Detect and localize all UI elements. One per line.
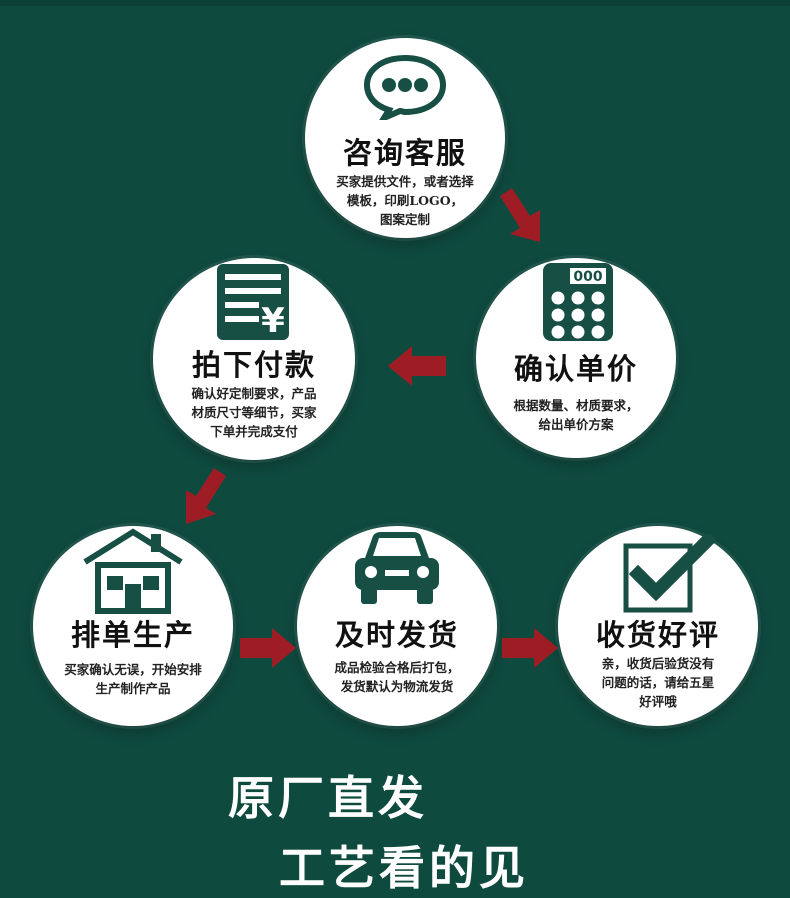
step-review-circle: 收货好评 亲，收货后验货没有 问题的话，请给五星 好评哦 — [558, 526, 758, 726]
arrow-production-to-shipping — [240, 628, 296, 668]
step-quote-title: 确认单价 — [513, 352, 638, 386]
car-icon — [351, 528, 443, 608]
step-payment-desc-line: 材质尺寸等细节，买家 — [191, 405, 317, 420]
calculator-display-text: 000 — [573, 269, 602, 285]
step-shipping-desc-line: 成品检验合格后打包， — [334, 660, 460, 675]
step-production-desc: 买家确认无误，开始安排 生产制作产品 — [33, 660, 233, 698]
invoice-yen-icon: ¥ — [215, 262, 291, 342]
calculator-icon: 000 — [540, 260, 616, 344]
step-payment-desc-line: 确认好定制要求，产品 — [191, 386, 317, 401]
step-quote-desc: 根据数量、材质要求， 给出单价方案 — [476, 396, 676, 434]
yen-symbol-text: ¥ — [261, 301, 285, 341]
step-shipping-title: 及时发货 — [334, 618, 459, 652]
slogan-line-2: 工艺看的见 — [279, 841, 529, 895]
step-consult-desc-line: 图案定制 — [379, 212, 430, 227]
top-edge-band — [0, 0, 790, 6]
step-review-desc: 亲，收货后验货没有 问题的话，请给五星 好评哦 — [558, 654, 758, 711]
step-review-title: 收货好评 — [595, 618, 720, 652]
step-consult-desc-line: 模板，印刷LOGO， — [346, 193, 464, 208]
step-production-title: 排单生产 — [70, 618, 195, 652]
arrow-quote-to-payment — [388, 346, 446, 386]
step-review-desc-line: 好评哦 — [639, 694, 677, 709]
step-quote-circle: 000 确认单价 根据数量、材质要求， 给出单价方案 — [476, 258, 676, 458]
arrow-consult-to-quote — [500, 188, 540, 242]
step-review-desc-line: 亲，收货后验货没有 — [601, 656, 715, 671]
checkbox-check-icon — [620, 530, 718, 616]
step-shipping-circle: 及时发货 成品检验合格后打包， 发货默认为物流发货 — [297, 526, 497, 726]
step-production-desc-line: 生产制作产品 — [95, 681, 171, 696]
step-payment-desc: 确认好定制要求，产品 材质尺寸等细节，买家 下单并完成支付 — [153, 384, 355, 441]
step-consult-title: 咨询客服 — [342, 136, 467, 170]
step-consult-circle: 咨询客服 买家提供文件，或者选择 模板，印刷LOGO， 图案定制 — [305, 38, 505, 238]
step-consult-desc: 买家提供文件，或者选择 模板，印刷LOGO， 图案定制 — [305, 172, 505, 229]
arrow-payment-to-production — [186, 468, 226, 524]
step-quote-desc-line: 给出单价方案 — [538, 417, 614, 432]
house-factory-icon — [81, 528, 185, 616]
chat-bubble-icon — [362, 54, 448, 125]
step-consult-desc-line: 买家提供文件，或者选择 — [336, 174, 474, 189]
step-review-desc-line: 问题的话，请给五星 — [601, 675, 715, 690]
step-quote-desc-line: 根据数量、材质要求， — [513, 398, 639, 413]
arrow-shipping-to-review — [502, 628, 558, 668]
slogan-line-1: 原厂直发 — [228, 771, 428, 825]
step-shipping-desc: 成品检验合格后打包， 发货默认为物流发货 — [297, 658, 497, 696]
step-payment-title: 拍下付款 — [191, 348, 316, 382]
step-payment-desc-line: 下单并完成支付 — [210, 424, 298, 439]
step-shipping-desc-line: 发货默认为物流发货 — [340, 679, 454, 694]
step-production-desc-line: 买家确认无误，开始安排 — [64, 662, 202, 677]
step-payment-circle: ¥ 拍下付款 确认好定制要求，产品 材质尺寸等细节，买家 下单并完成支付 — [153, 258, 355, 460]
step-production-circle: 排单生产 买家确认无误，开始安排 生产制作产品 — [33, 526, 233, 726]
